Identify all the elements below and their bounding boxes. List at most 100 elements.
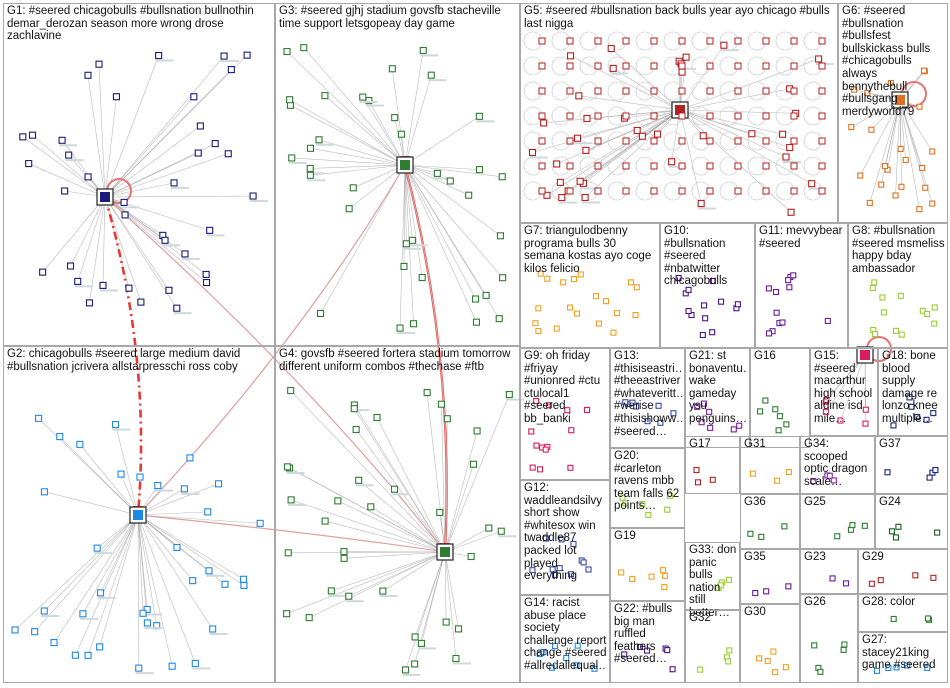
edge-line xyxy=(546,109,681,196)
graph-node xyxy=(397,130,405,138)
graph-node xyxy=(411,633,419,641)
graph-node xyxy=(893,664,900,671)
graph-node xyxy=(758,533,765,540)
edge-line xyxy=(404,164,503,278)
edge-line xyxy=(840,354,866,421)
graph-node xyxy=(340,548,348,556)
edge-line xyxy=(104,196,207,283)
graph-node xyxy=(709,277,716,285)
graph-node xyxy=(570,275,578,283)
graph-node xyxy=(877,577,884,584)
graph-node xyxy=(818,112,826,120)
edge-line xyxy=(290,105,406,166)
graph-node xyxy=(433,169,441,177)
edge-line xyxy=(137,514,144,614)
group-box-g18: G18: bone blood supply damage re lonzo k… xyxy=(878,348,948,436)
edge-line xyxy=(77,196,106,282)
group-box-g2: G2: chicagobulls #seered large medium da… xyxy=(3,346,275,683)
graph-node xyxy=(58,136,66,144)
edge-line xyxy=(679,109,783,135)
graph-node xyxy=(538,87,546,95)
group-box-g25: G25 xyxy=(800,494,875,549)
inter-group-edge xyxy=(137,164,406,516)
graph-node xyxy=(897,292,904,299)
graph-node xyxy=(622,37,630,45)
group-box-g37: G37 xyxy=(875,436,948,494)
graph-node xyxy=(668,158,676,166)
group-box-g28: G28: color xyxy=(858,594,948,632)
edge-line xyxy=(288,551,446,554)
graph-node xyxy=(528,148,537,157)
group-box-g34: G34: scooped optic dragon scale… xyxy=(800,436,875,494)
edge-line xyxy=(405,551,446,671)
graph-node xyxy=(622,137,630,145)
graph-node xyxy=(595,320,603,327)
graph-node xyxy=(566,112,574,120)
edge-line xyxy=(404,164,469,196)
graph-node xyxy=(664,506,671,513)
group-label: G10: #bullsnation #seered #nbatwitter ch… xyxy=(664,225,728,288)
graph-node xyxy=(775,427,782,434)
graph-node xyxy=(772,669,779,676)
edge-line xyxy=(560,109,681,183)
node-label-mark xyxy=(345,600,364,603)
edge-line xyxy=(104,55,159,198)
graph-node xyxy=(706,408,713,415)
graph-node xyxy=(790,162,798,170)
graph-node xyxy=(892,534,899,541)
graph-node xyxy=(577,271,584,278)
graph-node xyxy=(594,137,602,145)
graph-node xyxy=(762,162,770,170)
graph-node xyxy=(762,87,770,95)
edge-line xyxy=(286,551,446,614)
graph-node xyxy=(350,405,358,413)
graph-node xyxy=(706,162,714,170)
node-label-mark xyxy=(397,332,416,335)
graph-node xyxy=(566,52,575,60)
graph-node xyxy=(897,145,904,152)
graph-node xyxy=(84,173,92,181)
graph-node xyxy=(619,494,626,501)
node-label-mark xyxy=(171,186,190,189)
edge-line xyxy=(899,99,907,161)
graph-node xyxy=(697,199,705,208)
edge-line xyxy=(309,551,446,618)
edge-line xyxy=(899,99,923,169)
edge-line xyxy=(358,480,446,553)
graph-node xyxy=(186,454,194,462)
edge-line xyxy=(137,514,261,524)
edge-line xyxy=(89,196,106,303)
group-label: G24 xyxy=(879,496,901,508)
graph-node xyxy=(650,37,658,45)
graph-node xyxy=(706,62,714,70)
group-label: G17 xyxy=(689,438,711,450)
group-label: G18: bone blood supply damage re lonzo k… xyxy=(882,350,938,425)
graph-node xyxy=(566,137,574,145)
graph-node xyxy=(776,413,783,420)
graph-node xyxy=(818,162,826,170)
graph-node xyxy=(734,162,742,170)
graph-node xyxy=(818,87,826,95)
graph-node xyxy=(873,667,881,674)
graph-node xyxy=(633,127,641,135)
graph-node xyxy=(566,87,574,95)
graph-node xyxy=(99,281,107,289)
edge-line xyxy=(679,109,702,204)
edge-line xyxy=(613,68,681,111)
graph-node xyxy=(553,160,561,168)
graph-node xyxy=(756,408,764,415)
graph-node xyxy=(190,93,198,101)
graph-node xyxy=(573,134,582,142)
group-label: G13: #thisiseastri… #theeastriver #whate… xyxy=(614,350,682,438)
group-label: G14: racist abuse place society challeng… xyxy=(524,597,607,672)
graph-node xyxy=(594,87,602,95)
edge-line xyxy=(348,164,406,209)
graph-node xyxy=(678,37,686,45)
hub-node-image xyxy=(860,350,870,360)
edge-line xyxy=(291,157,406,166)
graph-node xyxy=(762,37,770,45)
node-label-mark xyxy=(316,143,335,146)
graph-node xyxy=(96,643,104,651)
graph-node xyxy=(895,523,902,530)
graph-node xyxy=(698,419,705,426)
